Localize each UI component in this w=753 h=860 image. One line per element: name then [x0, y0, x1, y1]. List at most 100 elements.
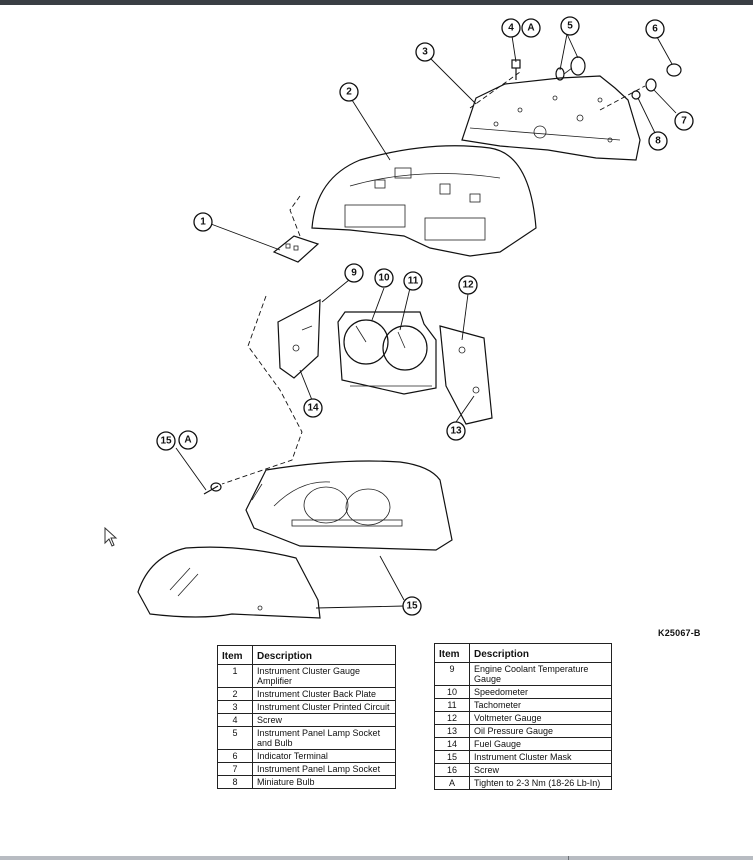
callout-1: 1 [193, 212, 213, 232]
item-number: 11 [434, 698, 470, 712]
item-number: 1 [217, 664, 253, 688]
item-description: Screw [469, 763, 612, 777]
callout-8: 8 [648, 131, 668, 151]
svg-text:9: 9 [351, 268, 357, 279]
svg-text:12: 12 [462, 280, 474, 291]
item-number: 8 [217, 775, 253, 789]
item-number: A [434, 776, 470, 790]
svg-text:3: 3 [422, 47, 428, 58]
description-column-header: Description [252, 645, 396, 665]
item-number: 3 [217, 700, 253, 714]
svg-text:A: A [184, 435, 191, 446]
callout-7: 7 [674, 111, 694, 131]
cluster-mask-part [245, 460, 453, 551]
callout-12: 12 [458, 275, 478, 295]
item-column-header: Item [217, 645, 253, 665]
callout-14: 14 [303, 398, 323, 418]
callout-5: 5 [560, 16, 580, 36]
svg-text:11: 11 [408, 276, 419, 287]
window-bottom-bar [0, 856, 753, 860]
svg-text:A: A [527, 23, 534, 34]
item-description: Instrument Cluster Back Plate [252, 687, 396, 701]
item-description: Miniature Bulb [252, 775, 396, 789]
mask-screw-part [203, 482, 222, 495]
item-description: Instrument Cluster Printed Circuit [252, 700, 396, 714]
item-description: Instrument Cluster Mask [469, 750, 612, 764]
printed-circuit-part [461, 75, 641, 161]
item-description: Oil Pressure Gauge [469, 724, 612, 738]
item-description: Engine Coolant Temperature Gauge [469, 662, 612, 686]
svg-text:4: 4 [508, 23, 514, 34]
callout-15-mask: 15 [402, 596, 422, 616]
item-description: Indicator Terminal [252, 749, 396, 763]
item-number: 16 [434, 763, 470, 777]
indicator-terminal-part [666, 63, 682, 77]
item-number: 6 [217, 749, 253, 763]
item-description: Tachometer [469, 698, 612, 712]
svg-text:15: 15 [160, 436, 172, 447]
item-number: 13 [434, 724, 470, 738]
callout-a-top: A [521, 18, 541, 38]
item-number: 7 [217, 762, 253, 776]
callout-4: 4 [501, 18, 521, 38]
back-plate-part [311, 145, 537, 257]
mouse-cursor-icon [104, 527, 118, 547]
gauge-amplifier-part [272, 235, 320, 263]
callout-9: 9 [344, 263, 364, 283]
item-number: 9 [434, 662, 470, 686]
fuel-gauge-part [277, 298, 321, 379]
item-description: Tighten to 2-3 Nm (18-26 Lb-In) [469, 776, 612, 790]
description-column-header: Description [469, 643, 612, 663]
item-number: 5 [217, 726, 253, 750]
window-top-bar [0, 0, 753, 5]
item-description: Fuel Gauge [469, 737, 612, 751]
item-description: Screw [252, 713, 396, 727]
svg-text:7: 7 [681, 116, 687, 127]
item-column-header: Item [434, 643, 470, 663]
svg-text:10: 10 [378, 273, 390, 284]
svg-text:2: 2 [346, 87, 352, 98]
callout-3: 3 [415, 42, 435, 62]
item-description: Instrument Panel Lamp Socket and Bulb [252, 726, 396, 750]
svg-text:15: 15 [406, 601, 418, 612]
item-description: Instrument Panel Lamp Socket [252, 762, 396, 776]
callout-a-bottom: A [178, 430, 198, 450]
screw-part [511, 59, 521, 80]
voltmeter-oil-gauge-part [439, 325, 493, 425]
callout-13: 13 [446, 421, 466, 441]
status-bar-divider [568, 856, 569, 860]
svg-text:13: 13 [450, 426, 462, 437]
svg-text:5: 5 [567, 21, 573, 32]
callout-11: 11 [403, 271, 423, 291]
svg-text:14: 14 [307, 403, 319, 414]
item-number: 15 [434, 750, 470, 764]
figure-id: K25067-B [658, 628, 701, 638]
item-description: Instrument Cluster Gauge Amplifier [252, 664, 396, 688]
speedometer-tachometer-part [337, 311, 437, 395]
callout-6: 6 [645, 19, 665, 39]
svg-text:6: 6 [652, 24, 658, 35]
item-description: Speedometer [469, 685, 612, 699]
item-number: 4 [217, 713, 253, 727]
callout-10: 10 [374, 268, 394, 288]
item-number: 10 [434, 685, 470, 699]
leader-lines [175, 33, 677, 609]
item-number: 12 [434, 711, 470, 725]
